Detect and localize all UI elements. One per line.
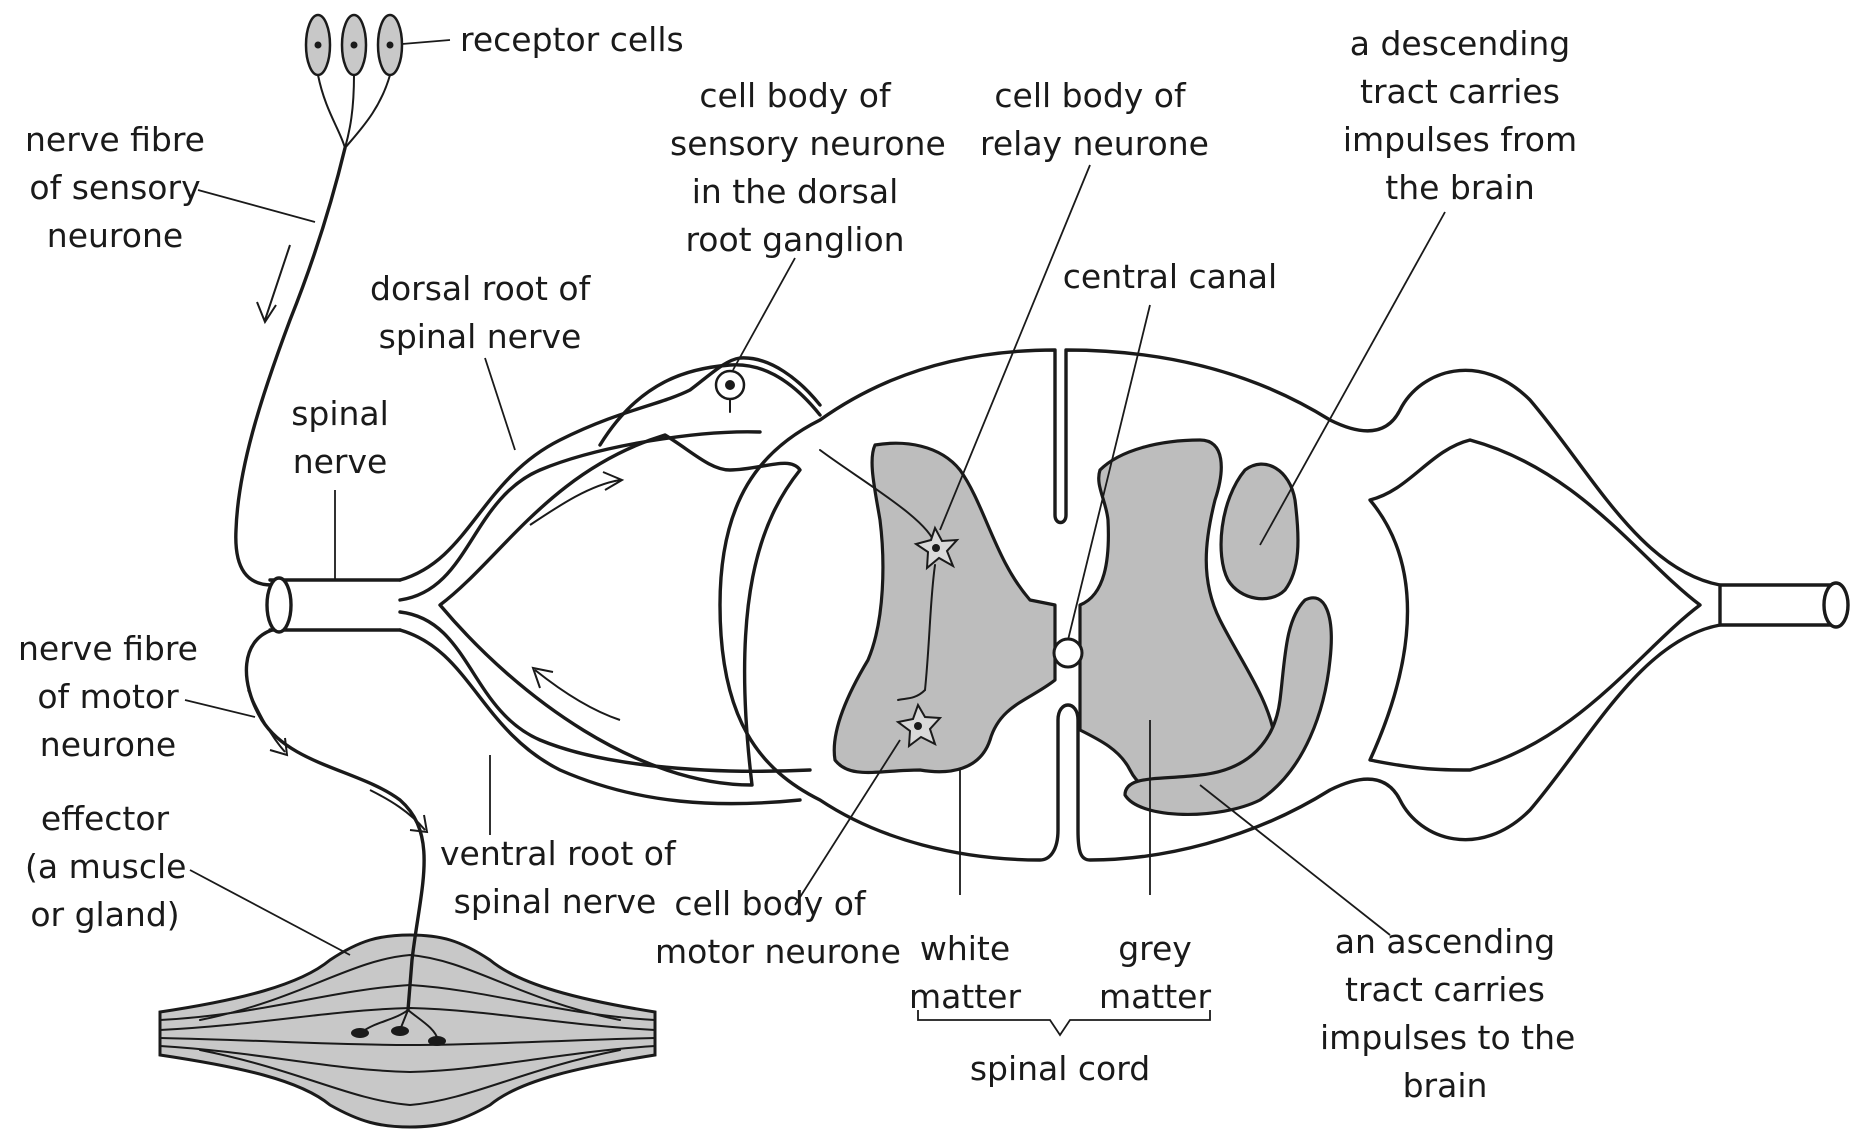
label-spinal-nerve: spinal nerve [291, 394, 389, 481]
motor-neurone-cell-body [895, 689, 943, 749]
label-effector: effector (a muscle or gland) [25, 799, 187, 934]
relay-neurone [819, 449, 960, 691]
label-cell-body-relay: cell body of relay neurone [980, 76, 1209, 163]
label-receptor-cells: receptor cells [460, 20, 684, 59]
motor-nerve-fibre [244, 628, 426, 1012]
left-spinal-nerve [265, 576, 402, 634]
label-descending-tract: a descending tract carries impulses from… [1342, 24, 1578, 207]
leader-lines [184, 39, 1446, 956]
label-cell-body-sensory: cell body of sensory neurone in the dors… [670, 76, 946, 259]
spinal-cord-outline [718, 348, 1722, 862]
dorsal-root-ganglion [598, 363, 822, 447]
label-grey-matter: grey matter [1098, 929, 1212, 1016]
receptor-cells [304, 13, 404, 149]
label-dorsal-root: dorsal root of spinal nerve [370, 269, 591, 356]
spinal-cord-brace [917, 1010, 1211, 1037]
grey-matter [832, 438, 1333, 817]
label-nerve-fibre-motor: nerve fibre of motor neurone [18, 629, 198, 764]
label-cell-body-motor: cell body of motor neurone [655, 884, 901, 971]
motor-end-plates [351, 1009, 446, 1046]
label-central-canal: central canal [1062, 257, 1278, 296]
label-ventral-root: ventral root of spinal nerve [440, 834, 676, 921]
label-nerve-fibre-sensory: nerve fibre of sensory neurone [25, 120, 205, 255]
impulse-arrows [247, 244, 625, 834]
left-nerve-roots [398, 356, 822, 806]
right-spinal-nerve [1368, 438, 1850, 772]
label-white-matter: white matter [908, 929, 1022, 1016]
label-spinal-cord: spinal cord [969, 1049, 1151, 1088]
sensory-nerve-fibre [234, 146, 347, 587]
label-ascending-tract: an ascending tract carries impulses to t… [1320, 922, 1576, 1105]
